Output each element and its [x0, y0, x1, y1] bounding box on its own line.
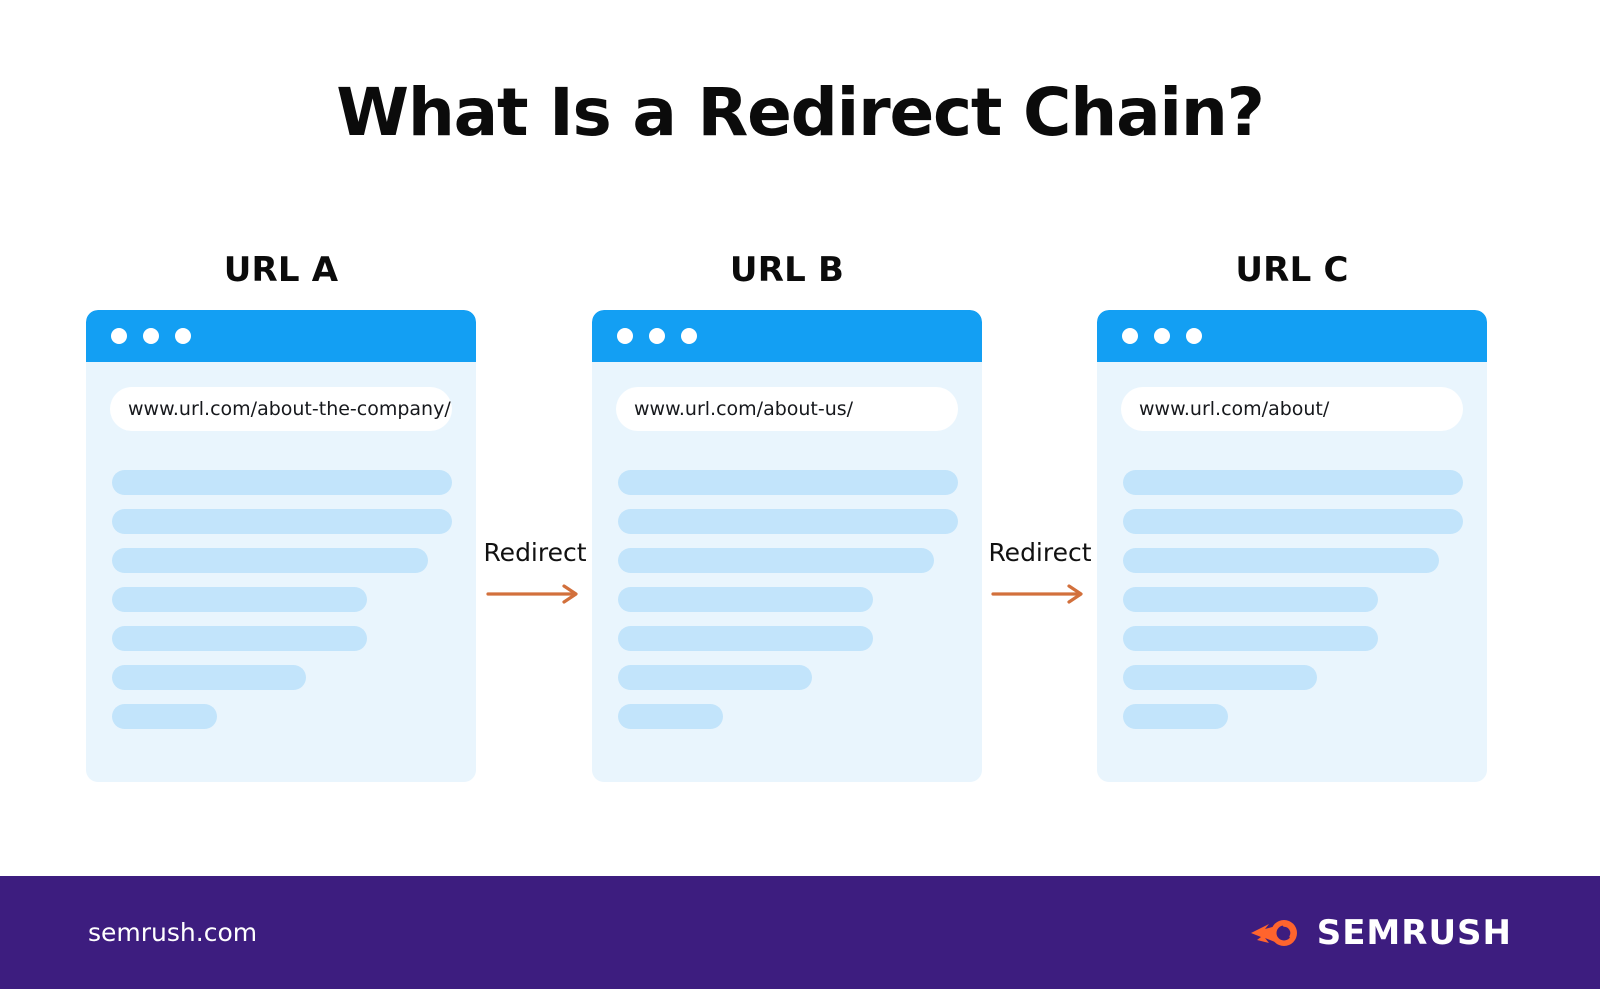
redirect-connector-2: Redirect	[975, 538, 1105, 605]
url-card-b-label: URL B	[729, 250, 845, 290]
browser-window-b: www.url.com/about-us/	[592, 310, 982, 782]
window-dot-icon-1	[617, 328, 633, 344]
placeholder-line	[112, 470, 452, 495]
semrush-brand-lockup: SEMRUSH	[1249, 913, 1512, 953]
browser-titlebar-b	[592, 310, 982, 362]
browser-window-c: www.url.com/about/	[1097, 310, 1487, 782]
url-card-b: URL B www.url.com/about-us/	[592, 250, 982, 782]
placeholder-line	[1123, 626, 1378, 651]
placeholder-line	[618, 626, 873, 651]
placeholder-line	[112, 704, 218, 729]
footer-site-url[interactable]: semrush.com	[88, 918, 258, 947]
address-bar-b[interactable]: www.url.com/about-us/	[616, 387, 958, 431]
placeholder-line	[618, 509, 958, 534]
redirect-connector-1-label: Redirect	[483, 538, 587, 567]
url-card-c: URL C www.url.com/about/	[1097, 250, 1487, 782]
window-dot-icon-1	[1122, 328, 1138, 344]
arrow-right-icon	[486, 584, 578, 604]
placeholder-line	[1123, 665, 1317, 690]
window-dot-icon-2	[649, 328, 665, 344]
address-bar-c-url: www.url.com/about/	[1139, 398, 1330, 420]
address-bar-a[interactable]: www.url.com/about-the-company/	[110, 387, 452, 431]
placeholder-line	[1123, 470, 1463, 495]
placeholder-line	[112, 587, 367, 612]
redirect-connector-2-label: Redirect	[988, 538, 1092, 567]
placeholder-line	[1123, 704, 1229, 729]
url-card-a: URL A www.url.com/about-the-company/	[86, 250, 476, 782]
semrush-comet-icon	[1250, 919, 1297, 946]
arrow-right-icon	[991, 584, 1083, 604]
address-bar-c[interactable]: www.url.com/about/	[1121, 387, 1463, 431]
window-dot-icon-1	[111, 328, 127, 344]
placeholder-line	[1123, 548, 1440, 573]
content-placeholder-c	[1123, 470, 1463, 743]
placeholder-line	[618, 548, 935, 573]
placeholder-line	[1123, 587, 1378, 612]
placeholder-line	[112, 509, 452, 534]
url-card-a-label: URL A	[223, 250, 339, 290]
content-placeholder-a	[112, 470, 452, 743]
browser-titlebar-a	[86, 310, 476, 362]
window-dot-icon-3	[175, 328, 191, 344]
page-title: What Is a Redirect Chain?	[336, 74, 1265, 151]
footer-bar: semrush.com SEMRUSH	[0, 876, 1600, 989]
placeholder-line	[112, 665, 306, 690]
placeholder-line	[618, 704, 724, 729]
browser-window-a: www.url.com/about-the-company/	[86, 310, 476, 782]
placeholder-line	[618, 587, 873, 612]
placeholder-line	[1123, 509, 1463, 534]
address-bar-a-url: www.url.com/about-the-company/	[128, 398, 451, 420]
content-placeholder-b	[618, 470, 958, 743]
window-dot-icon-2	[143, 328, 159, 344]
redirect-chain-diagram: URL A www.url.com/about-the-company/	[0, 250, 1600, 810]
url-card-c-label: URL C	[1235, 250, 1349, 290]
window-dot-icon-3	[1186, 328, 1202, 344]
browser-titlebar-c	[1097, 310, 1487, 362]
address-bar-b-url: www.url.com/about-us/	[634, 398, 854, 420]
redirect-connector-1: Redirect	[470, 538, 600, 605]
semrush-wordmark: SEMRUSH	[1316, 912, 1512, 953]
placeholder-line	[618, 470, 958, 495]
placeholder-line	[618, 665, 812, 690]
window-dot-icon-3	[681, 328, 697, 344]
placeholder-line	[112, 626, 367, 651]
window-dot-icon-2	[1154, 328, 1170, 344]
placeholder-line	[112, 548, 429, 573]
